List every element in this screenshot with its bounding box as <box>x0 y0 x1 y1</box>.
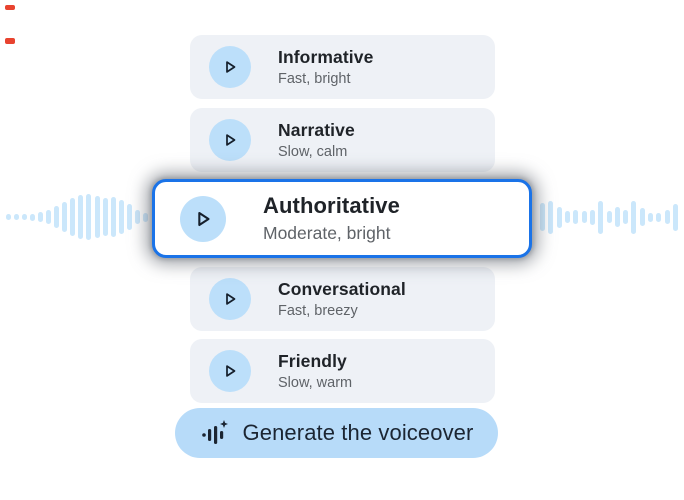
voice-style-title: Narrative <box>278 120 355 140</box>
play-button[interactable] <box>209 119 251 161</box>
voice-style-card-informative[interactable]: Informative Fast, bright <box>190 35 495 99</box>
waveform-bar <box>556 206 562 228</box>
voice-style-card-narrative[interactable]: Narrative Slow, calm <box>190 108 495 172</box>
waveform-bar <box>598 200 604 234</box>
waveform-bar <box>673 203 678 231</box>
play-icon <box>226 365 236 377</box>
play-button[interactable] <box>209 46 251 88</box>
waveform-bar <box>606 211 612 223</box>
waveform-bar <box>6 214 11 220</box>
waveform-bar <box>54 206 60 228</box>
red-artifact-mark <box>5 5 15 10</box>
waveform-bar <box>614 207 620 227</box>
voice-style-subtitle: Fast, bright <box>278 71 351 87</box>
waveform-bar <box>78 195 84 239</box>
voice-style-title: Informative <box>278 47 374 67</box>
waveform-bar <box>70 198 76 236</box>
waveform-bar <box>540 203 545 231</box>
waveform-bar <box>589 209 595 225</box>
waveform-bar <box>22 214 28 220</box>
voice-style-card-authoritative[interactable]: Authoritative Moderate, bright <box>152 179 532 258</box>
waveform-bar <box>38 212 44 222</box>
waveform-bar <box>564 211 570 223</box>
waveform-bar <box>94 196 100 238</box>
waveform-bar <box>656 212 662 222</box>
play-button[interactable] <box>209 278 251 320</box>
waveform-bar <box>548 200 554 234</box>
generate-voiceover-label: Generate the voiceover <box>242 420 474 445</box>
waveform-bar <box>623 210 629 224</box>
waveform-right <box>540 192 678 242</box>
play-icon <box>226 293 236 305</box>
waveform-bar <box>581 211 587 223</box>
waveform-bar <box>573 210 579 224</box>
voice-style-subtitle: Slow, calm <box>278 144 348 160</box>
voice-style-card-friendly[interactable]: Friendly Slow, warm <box>190 339 495 403</box>
play-button[interactable] <box>209 350 251 392</box>
waveform-bar <box>134 210 140 224</box>
waveform-bar <box>102 198 108 236</box>
waveform-bar <box>639 208 645 226</box>
waveform-bar <box>118 200 124 234</box>
voice-style-subtitle: Moderate, bright <box>263 223 391 243</box>
play-icon <box>226 61 236 73</box>
waveform-bar <box>30 213 36 221</box>
generate-voiceover-button[interactable]: Generate the voiceover <box>175 408 498 458</box>
voice-style-title: Authoritative <box>263 193 400 218</box>
ai-voice-sparkle-icon <box>201 420 228 444</box>
waveform-bar <box>142 212 148 222</box>
waveform-left <box>6 192 148 242</box>
voice-style-title: Conversational <box>278 279 406 299</box>
red-artifact-mark <box>5 38 15 44</box>
waveform-bar <box>648 212 654 222</box>
play-icon <box>198 211 210 226</box>
play-icon <box>226 134 236 146</box>
waveform-bar <box>46 210 52 224</box>
waveform-bar <box>631 200 637 234</box>
voice-style-subtitle: Fast, breezy <box>278 303 358 319</box>
voice-style-card-conversational[interactable]: Conversational Fast, breezy <box>190 267 495 331</box>
waveform-bar <box>110 197 116 237</box>
waveform-bar <box>86 194 92 240</box>
play-button[interactable] <box>180 195 226 242</box>
voice-style-subtitle: Slow, warm <box>278 375 353 391</box>
waveform-bar <box>62 202 68 232</box>
waveform-bar <box>14 214 20 220</box>
voice-style-title: Friendly <box>278 351 347 371</box>
waveform-bar <box>126 204 132 230</box>
waveform-bar <box>664 210 670 224</box>
